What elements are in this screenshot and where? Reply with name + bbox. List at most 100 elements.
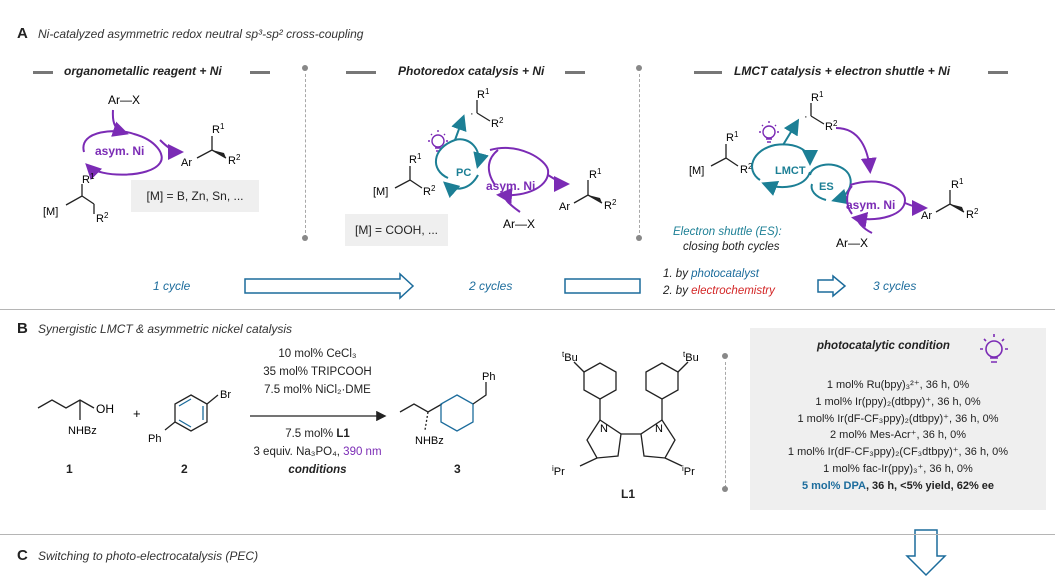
section-c-letter: C bbox=[17, 547, 28, 564]
product3-ph: Ph bbox=[482, 371, 495, 383]
reagent1-skeleton bbox=[37, 399, 95, 420]
ligand-n-right: N bbox=[655, 423, 663, 435]
photo-dpa-rest: , 36 h, <5% yield, 62% ee bbox=[865, 479, 995, 492]
ligand-tbu-right: tBu bbox=[683, 350, 699, 364]
condition-line: 10 mol% CeCl₃ bbox=[278, 348, 357, 360]
cycle-label-1: 1 cycle bbox=[153, 279, 191, 293]
col2-radical-arrow bbox=[451, 114, 467, 141]
es-note-line2: closing both cycles bbox=[683, 241, 780, 253]
reagent2-ph: Ph bbox=[148, 433, 161, 445]
ligand-tbu-left: tBu bbox=[562, 350, 578, 364]
reagent1-oh: OH bbox=[96, 402, 114, 416]
photo-condition-item: 1 mol% fac-Ir(ppy)₃⁺, 36 h, 0% bbox=[823, 462, 973, 475]
condition-base-line: 3 equiv. Na₃PO₄, 390 nm bbox=[240, 446, 395, 464]
photo-box-title: photocatalytic condition bbox=[817, 340, 950, 352]
col3-es-cycle-arrow bbox=[809, 163, 852, 205]
ligand-ipr-left: iPr bbox=[552, 464, 565, 478]
col2-product-out bbox=[547, 174, 570, 192]
col3-asym-ni: asym. Ni bbox=[846, 198, 895, 212]
col3-es-cycle-left bbox=[810, 183, 827, 201]
photo-dpa: 5 mol% DPA bbox=[801, 479, 866, 492]
header-dash bbox=[33, 71, 53, 74]
ligand-skeleton bbox=[573, 361, 689, 467]
col2-arx-in bbox=[503, 194, 521, 213]
col3-prod-r2: R2 bbox=[966, 207, 979, 221]
col2-ar-label: Ar bbox=[559, 201, 570, 213]
col1-prod-r1: R1 bbox=[212, 122, 225, 136]
col2-r1-label: R1 bbox=[409, 152, 422, 166]
col2-m-label: [M] bbox=[373, 186, 388, 198]
col2-radical-dot: · bbox=[470, 108, 474, 120]
col3-r1-label: R1 bbox=[726, 130, 739, 144]
header-dash bbox=[988, 71, 1008, 74]
separator-dot bbox=[636, 235, 642, 241]
reagent2-skeleton bbox=[164, 394, 219, 432]
header-dash bbox=[565, 71, 585, 74]
photo-condition-list: 1 mol% Ru(bpy)₃²⁺, 36 h, 0% 1 mol% Ir(pp… bbox=[752, 377, 1044, 495]
photo-condition-item: 1 mol% Ir(dF-CF₃ppy)₂(dtbpy)⁺, 36 h, 0% bbox=[797, 412, 999, 425]
header-dash bbox=[694, 71, 722, 74]
header-dash bbox=[346, 71, 376, 74]
col1-r2-label: R2 bbox=[96, 211, 109, 225]
separator-dot bbox=[722, 353, 728, 359]
col3-reagent-skeleton bbox=[710, 144, 739, 167]
col1-m-label: [M] bbox=[43, 206, 58, 218]
reagent2-br: Br bbox=[220, 389, 231, 401]
condition-line: 7.5 mol% NiCl₂·DME bbox=[264, 384, 371, 396]
method-1-num: 1. bbox=[663, 268, 673, 280]
plus-sign: + bbox=[133, 406, 141, 421]
photo-condition-item: 2 mol% Mes-Acr⁺, 36 h, 0% bbox=[829, 429, 967, 442]
section-a-title: Ni-catalyzed asymmetric redox neutral sp… bbox=[38, 27, 364, 41]
col1-output-arrow bbox=[159, 139, 184, 160]
col3-lmct-return-arrow bbox=[761, 171, 811, 196]
section-divider-bc bbox=[0, 534, 1055, 535]
product3-hash-bond bbox=[424, 411, 429, 431]
col3-prod-r1: R1 bbox=[951, 177, 964, 191]
product3-skeleton bbox=[399, 382, 487, 432]
col2-ni-cycle-left bbox=[487, 149, 499, 186]
cond-nm: 390 nm bbox=[343, 446, 382, 458]
photo-condition-item: 1 mol% Ir(ppy)₂(dtbpy)⁺, 36 h, 0% bbox=[815, 395, 981, 408]
section-b-title: Synergistic LMCT & asymmetric nickel cat… bbox=[38, 322, 293, 336]
col3-lmct-cycle-arrow bbox=[751, 143, 818, 181]
hollow-arrow-2-stub bbox=[564, 278, 641, 294]
col1-header: organometallic reagent + Ni bbox=[64, 64, 222, 78]
method-2-word: electrochemistry bbox=[691, 285, 775, 297]
col1-wedge bbox=[212, 150, 226, 158]
product3-nhbz: NHBz bbox=[415, 435, 444, 447]
hollow-arrow-3 bbox=[817, 274, 847, 298]
col3-ni-cycle-left bbox=[846, 185, 853, 215]
col2-header: Photoredox catalysis + Ni bbox=[398, 64, 545, 78]
col1-ar-x: Ar—X bbox=[108, 93, 140, 107]
ligand-ipr-right: iPr bbox=[682, 464, 695, 478]
col3-product-out bbox=[904, 199, 928, 216]
col1-r1-label: R1 bbox=[82, 172, 95, 186]
col1-asym-ni: asym. Ni bbox=[95, 144, 144, 158]
metal-reagent-text: [M] = B, Zn, Sn, ... bbox=[146, 189, 244, 203]
col3-arx-in bbox=[856, 217, 873, 234]
col1-prod-r2: R2 bbox=[228, 153, 241, 167]
col2-prod-r2: R2 bbox=[604, 198, 617, 212]
col3-ni-cycle-arrow bbox=[849, 180, 907, 228]
col3-lmct-label: LMCT bbox=[775, 165, 806, 177]
col2-prod-r1: R1 bbox=[589, 167, 602, 181]
compound-label-2: 2 bbox=[181, 462, 188, 476]
separator-dashed-line bbox=[305, 74, 306, 238]
col3-radical-to-ni bbox=[835, 127, 877, 174]
cond-base: 3 equiv. Na₃PO₄, bbox=[253, 446, 340, 458]
col3-es-label: ES bbox=[819, 181, 834, 193]
col3-radical-dot: · bbox=[804, 111, 808, 123]
es-note-line1: Electron shuttle (ES): bbox=[673, 226, 782, 238]
col2-radical-r2: R2 bbox=[491, 116, 504, 130]
photo-condition-highlight: 5 mol% DPA, 36 h, <5% yield, 62% ee bbox=[752, 478, 1044, 495]
col3-ar-label: Ar bbox=[921, 210, 932, 222]
col3-radical-skeleton bbox=[810, 103, 825, 125]
ligand-n-left: N bbox=[600, 423, 608, 435]
compound-label-3: 3 bbox=[454, 462, 461, 476]
col1-reagent-skeleton bbox=[65, 184, 95, 214]
section-divider-ab bbox=[0, 309, 1055, 310]
section-a-letter: A bbox=[17, 25, 28, 42]
header-dash bbox=[250, 71, 270, 74]
col3-lightbulb-icon bbox=[759, 121, 779, 143]
